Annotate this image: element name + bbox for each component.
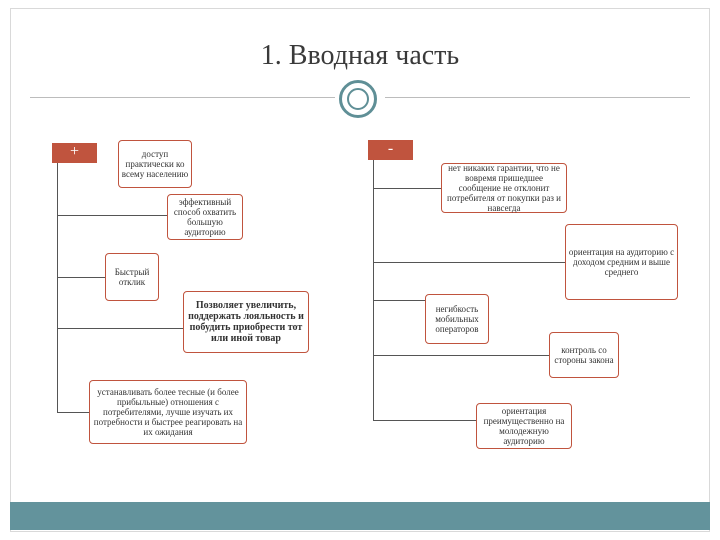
footer-bar <box>10 502 710 530</box>
minus-item-5: ориентация преимущественно на молодежную… <box>476 403 572 449</box>
minus-item-2: ориентация на аудиторию с доходом средни… <box>565 224 678 300</box>
minus-branch-3 <box>373 300 425 301</box>
minus-header: - <box>368 140 413 160</box>
minus-branch-5 <box>373 420 476 421</box>
plus-item-1: доступ практически ко всему населению <box>118 140 192 188</box>
plus-trunk-line <box>57 163 58 413</box>
plus-branch-3 <box>57 277 105 278</box>
minus-trunk-line <box>373 160 374 420</box>
minus-item-1: нет никаких гарантии, что не вовремя при… <box>441 163 567 213</box>
plus-branch-2 <box>57 215 167 216</box>
plus-branch-5 <box>57 412 89 413</box>
ring-ornament-inner <box>347 88 369 110</box>
title-divider-right <box>385 97 690 98</box>
ring-ornament-icon <box>339 80 377 118</box>
slide-frame <box>10 8 710 532</box>
minus-branch-4 <box>373 355 549 356</box>
minus-item-4: контроль со стороны закона <box>549 332 619 378</box>
plus-item-5: устанавливать более тесные (и более приб… <box>89 380 247 444</box>
plus-item-3: Быстрый отклик <box>105 253 159 301</box>
plus-item-2: эффективный способ охватить большую ауди… <box>167 194 243 240</box>
slide-title: 1. Вводная часть <box>260 40 460 71</box>
minus-branch-2 <box>373 262 565 263</box>
minus-item-3: негибкость мобильных операторов <box>425 294 489 344</box>
plus-header: + <box>52 143 97 163</box>
plus-branch-4 <box>57 328 183 329</box>
minus-branch-1 <box>373 188 441 189</box>
plus-item-4: Позволяет увеличить, поддержать лояльнос… <box>183 291 309 353</box>
title-divider-left <box>30 97 335 98</box>
